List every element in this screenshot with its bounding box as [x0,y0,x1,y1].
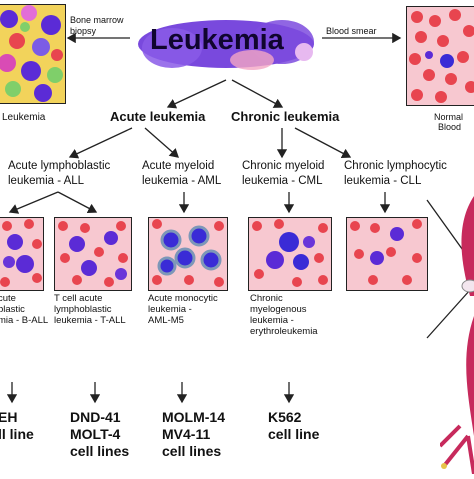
smear-aml [148,217,228,291]
title-blob [132,14,320,72]
subtype-cll-1: Chronic lymphocytic [344,160,447,172]
cellline-aml-1: MOLM-14 [162,409,225,425]
right-image-caption-1: Normal [434,112,464,122]
cellline-tall-3: cell lines [70,443,130,459]
subtype-all-2: leukemia - ALL [8,175,85,187]
left-image-caption: Leukemia [2,112,46,123]
celltype-ball-2: blastic [0,304,25,315]
cellline-ball-1: EH [0,409,18,425]
right-image-caption-2: Blood [438,122,462,132]
subtype-all-1: Acute lymphoblastic [8,160,111,172]
subtype-cml-2: leukemia - CML [242,175,323,187]
celltype-aml-1: Acute monocytic [148,293,218,304]
celltype-aml-3: AML-M5 [148,315,184,326]
smear-cll [346,217,428,291]
celltype-ball-3: mia - B-ALL [0,315,49,326]
cellline-cml-2: cell line [268,426,320,442]
celltype-ball-1: cute [0,293,16,304]
cellline-ball-2: ll line [0,426,34,442]
cellline-tall-2: MOLT-4 [70,426,121,442]
celltype-tall-1: T cell acute [54,293,103,304]
subtype-cll-2: leukemia - CLL [344,175,422,187]
smear-cml [248,217,332,291]
subtype-cml-1: Chronic myeloid [242,160,325,172]
celltype-tall-3: leukemia - T-ALL [54,315,126,326]
blood-vessel-illustration [438,196,474,475]
cellline-tall-1: DND-41 [70,409,121,425]
smear-ball [0,217,44,291]
celltype-tall-2: lymphoblastic [54,304,112,315]
celltype-cml-3: leukemia - [250,315,294,326]
normal-blood-image [406,6,474,106]
subtype-aml-2: leukemia - AML [142,175,222,187]
cellline-aml-3: cell lines [162,443,222,459]
cellline-aml-2: MV4-11 [162,426,211,442]
celltype-cml-2: myelogenous [250,304,307,315]
cellline-cml-1: K562 [268,409,302,425]
celltype-aml-2: leukemia - [148,304,192,315]
right-arrow-label: Blood smear [326,26,377,36]
bone-marrow-image [0,4,66,104]
celltype-cml-1: Chronic [250,293,283,304]
left-arrow-label-2: biopsy [70,26,97,36]
page-title: Leukemia [150,24,284,56]
left-arrow-label-1: Bone marrow [70,15,124,25]
smear-tall [54,217,132,291]
chronic-leukemia-label: Chronic leukemia [231,109,340,124]
acute-leukemia-label: Acute leukemia [110,109,206,124]
celltype-cml-4: erythroleukemia [250,326,318,337]
subtype-aml-1: Acute myeloid [142,160,215,172]
